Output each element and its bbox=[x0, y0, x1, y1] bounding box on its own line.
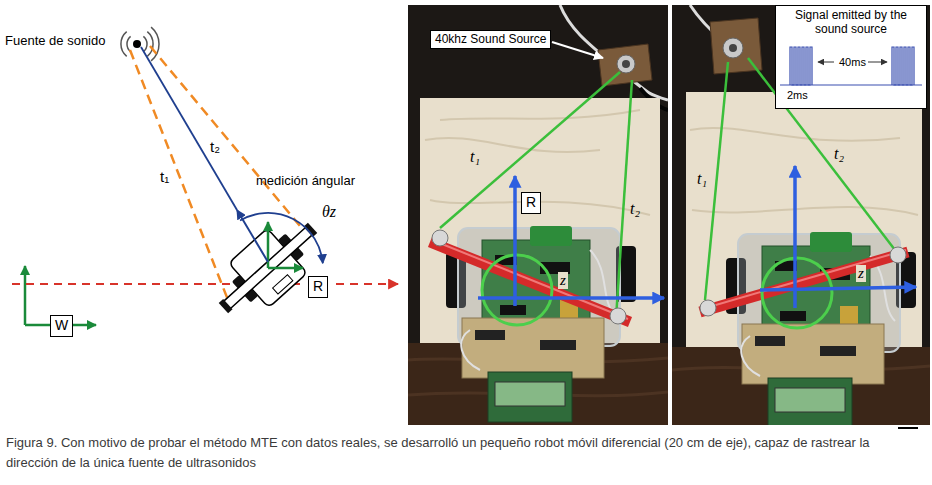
photo-robot-a bbox=[430, 242, 630, 322]
photo-robot-b bbox=[760, 287, 916, 290]
frame-name: R bbox=[526, 194, 536, 211]
source-direction-vector bbox=[141, 47, 237, 210]
photo-robot-b bbox=[723, 38, 743, 58]
world-frame-axes bbox=[24, 266, 27, 325]
photo-robot-a bbox=[616, 80, 632, 318]
robot-photo bbox=[495, 382, 565, 406]
figure-caption: Figura 9. Con motivo de probar el método… bbox=[6, 433, 924, 472]
diagram-annotation: medición ángular bbox=[256, 174, 355, 189]
frame-name: W bbox=[55, 317, 68, 334]
photo-robot-a bbox=[432, 240, 628, 319]
photo-annotation: t₂ bbox=[834, 145, 844, 163]
robot-sketch bbox=[273, 275, 293, 294]
source-direction-vector bbox=[237, 210, 268, 262]
robot-sketch bbox=[303, 223, 317, 237]
photo-robot-a bbox=[478, 296, 664, 300]
time-of-flight-path bbox=[150, 46, 305, 232]
photo-robot-a bbox=[617, 55, 635, 73]
photo-robot-a bbox=[440, 72, 620, 228]
frame-name: 40khz Sound Source bbox=[435, 32, 546, 46]
robot-photo bbox=[488, 372, 572, 422]
photo-robot-a bbox=[432, 230, 448, 246]
robot-photo bbox=[540, 340, 576, 350]
signal-inset-box: Signal emitted by the sound source 40ms 2m… bbox=[775, 5, 927, 109]
photo-robot-a bbox=[408, 5, 668, 425]
source-direction-vector bbox=[141, 47, 268, 262]
frame-label-box: R bbox=[308, 276, 328, 298]
photo-robot-a bbox=[408, 5, 668, 425]
signal-inset-plot bbox=[892, 47, 914, 85]
diagram-annotation: Fuente de sonido bbox=[5, 34, 105, 49]
photo-robot-b bbox=[729, 44, 737, 52]
photo-robot-a bbox=[610, 308, 626, 324]
heading-dashed-line bbox=[12, 284, 398, 285]
photo-annotation: z bbox=[558, 272, 568, 289]
signal-inset-plot bbox=[775, 5, 927, 109]
robot-sketch bbox=[219, 299, 233, 313]
photo-robot-a bbox=[482, 255, 552, 325]
time-annotation: 40ms bbox=[839, 56, 866, 69]
photo-annotation: t₂ bbox=[630, 200, 640, 218]
signal-inset-plot bbox=[868, 62, 887, 63]
signal-inset-plot bbox=[818, 62, 834, 63]
frame-name: R bbox=[313, 278, 323, 295]
signal-inset-plot bbox=[775, 5, 927, 109]
robot-frame-axes bbox=[268, 222, 303, 268]
photo-robot-a bbox=[513, 176, 517, 306]
robot-photo bbox=[530, 226, 572, 246]
diagram-annotation: t₁ bbox=[160, 168, 169, 185]
photo-robot-a bbox=[622, 60, 630, 68]
photo-robot-a bbox=[552, 42, 603, 58]
photo-robot-a bbox=[425, 110, 650, 215]
photo-robot-b bbox=[793, 166, 797, 308]
diagram-annotation: θz bbox=[322, 203, 336, 221]
angle-arc bbox=[240, 213, 323, 263]
frame-label-box: 40khz Sound Source bbox=[430, 30, 551, 49]
photo-robot-a bbox=[560, 5, 668, 100]
photo-annotation: z bbox=[856, 265, 866, 282]
photo-robot-a bbox=[420, 98, 660, 343]
robot-sketch bbox=[203, 206, 332, 331]
photo-robot-a bbox=[598, 44, 652, 86]
sound-source bbox=[133, 40, 141, 48]
time-of-flight-path bbox=[130, 50, 228, 300]
time-annotation: 2ms bbox=[787, 89, 808, 102]
signal-inset-plot bbox=[790, 47, 812, 85]
scale-mark bbox=[898, 427, 918, 429]
robot-photo bbox=[500, 305, 526, 315]
photo-robot-b bbox=[700, 252, 908, 312]
left-schematic bbox=[12, 27, 398, 330]
frame-label-box: R bbox=[521, 192, 541, 214]
signal-title: Signal emitted by the sound source bbox=[787, 9, 915, 37]
robot-photo bbox=[475, 330, 505, 340]
frame-label-box: W bbox=[50, 315, 73, 337]
photo-robot-b bbox=[700, 300, 716, 316]
photo-robot-b bbox=[705, 62, 728, 300]
heading-dashed-line bbox=[336, 283, 398, 285]
photo-annotation: t₁ bbox=[697, 170, 707, 188]
diagram-annotation: t₂ bbox=[210, 138, 220, 155]
robot-photo bbox=[462, 318, 604, 378]
photo-robot-b bbox=[762, 258, 832, 328]
sound-source bbox=[121, 27, 159, 61]
photo-robot-b bbox=[672, 5, 930, 425]
photo-robot-b bbox=[690, 128, 918, 215]
sound-source bbox=[121, 32, 131, 57]
photo-annotation: t₁ bbox=[470, 148, 480, 166]
robot-frame-axes bbox=[268, 267, 303, 270]
photo-robot-b bbox=[890, 247, 906, 263]
